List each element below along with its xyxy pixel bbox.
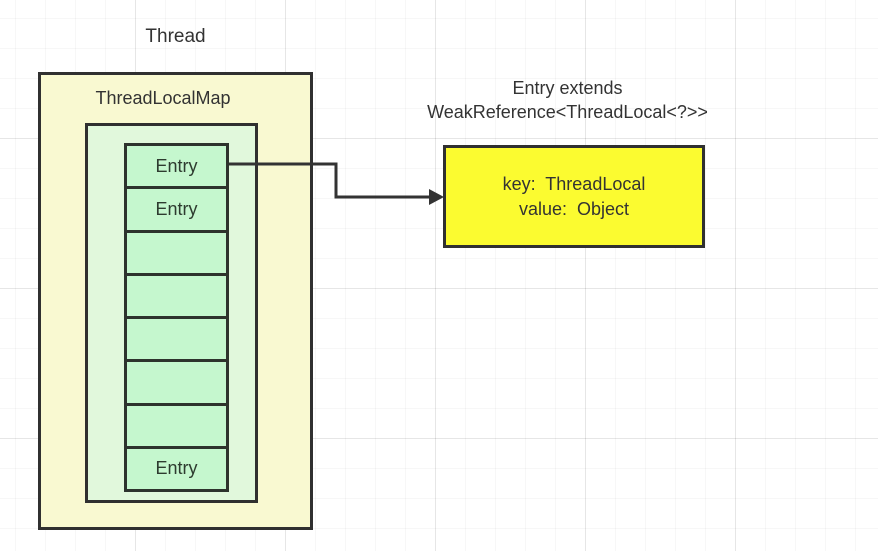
entry-extends-note: Entry extends WeakReference<ThreadLocal<… [380,76,755,124]
entry-cell-5 [127,362,226,406]
entry-cell-1: Entry [127,189,226,233]
entry-cell-7: Entry [127,448,226,489]
entry-extends-note-line1: Entry extends [512,78,623,98]
entry-keyvalue-box: key: ThreadLocal value: Object [443,145,705,248]
entry-array: Entry Entry Entry [124,143,229,492]
entry-cell-3 [127,275,226,319]
entry-cell-0: Entry [127,146,226,190]
entry-cell-4 [127,319,226,363]
entry-cell-2 [127,232,226,276]
entry-cell-6 [127,405,226,449]
entry-key-line: key: ThreadLocal [502,173,646,194]
reference-arrow-head [429,189,444,205]
entry-extends-note-line2: WeakReference<ThreadLocal<?>> [427,102,708,122]
threadlocalmap-label: ThreadLocalMap [95,88,231,108]
thread-title: Thread [145,26,206,47]
entry-value-line: value: Object [518,198,630,219]
